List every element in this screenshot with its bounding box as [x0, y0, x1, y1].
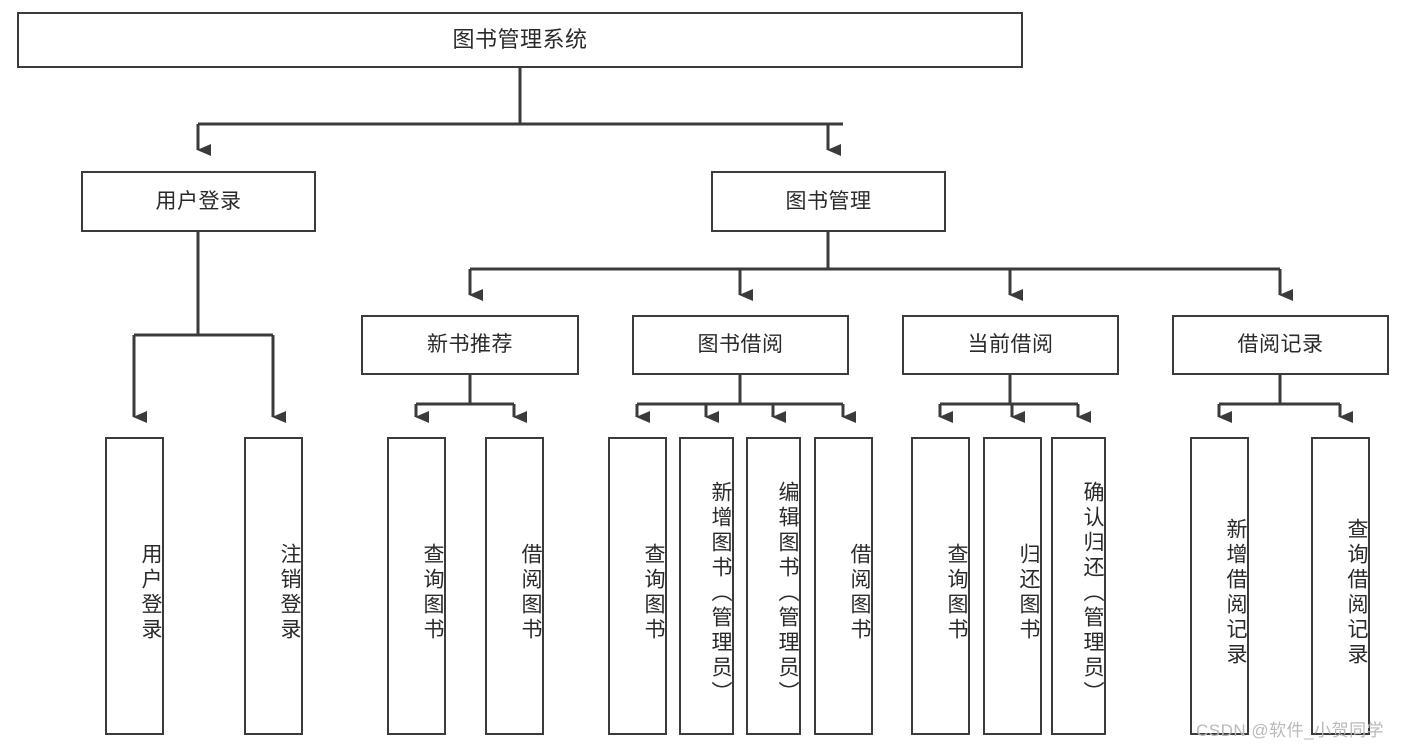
node-user-login[interactable]: 用户登录: [81, 171, 316, 232]
leaf-edit-book-label: 编辑图书（管理员）: [776, 480, 799, 706]
node-new-book-rec-label: 新书推荐: [427, 333, 513, 357]
leaf-return-book-label: 归还图书: [1017, 543, 1040, 643]
leaf-borrow-book-2[interactable]: 借阅图书: [814, 437, 873, 735]
leaf-query-record[interactable]: 查询借阅记录: [1311, 437, 1370, 735]
node-root-system[interactable]: 图书管理系统: [17, 12, 1023, 68]
leaf-logout-label: 注销登录: [278, 543, 301, 643]
leaf-borrow-book-1-label: 借阅图书: [519, 543, 542, 643]
node-book-manage[interactable]: 图书管理: [711, 171, 946, 232]
node-book-borrow-label: 图书借阅: [697, 333, 784, 357]
node-new-book-rec[interactable]: 新书推荐: [361, 315, 579, 375]
leaf-query-book-3[interactable]: 查询图书: [911, 437, 970, 735]
node-book-borrow[interactable]: 图书借阅: [632, 315, 849, 375]
leaf-query-book-2-label: 查询图书: [642, 543, 665, 643]
leaf-return-book[interactable]: 归还图书: [983, 437, 1042, 735]
leaf-query-book-2[interactable]: 查询图书: [608, 437, 667, 735]
node-borrow-record[interactable]: 借阅记录: [1172, 315, 1389, 375]
leaf-user-login-label: 用户登录: [139, 543, 162, 643]
edge-userlogin-to-leaves: [132, 232, 286, 423]
leaf-logout[interactable]: 注销登录: [244, 437, 303, 735]
leaf-borrow-book-1[interactable]: 借阅图书: [485, 437, 544, 735]
node-book-manage-label: 图书管理: [785, 189, 872, 213]
leaf-confirm-return[interactable]: 确认归还（管理员）: [1051, 437, 1106, 735]
leaf-add-record[interactable]: 新增借阅记录: [1190, 437, 1249, 735]
edge-bookborrow-to-leaves: [635, 375, 856, 423]
leaf-edit-book[interactable]: 编辑图书（管理员）: [746, 437, 801, 735]
leaf-add-record-label: 新增借阅记录: [1224, 518, 1247, 668]
leaf-borrow-book-2-label: 借阅图书: [848, 543, 871, 643]
leaf-query-book-1-label: 查询图书: [421, 543, 444, 643]
node-root-label: 图书管理系统: [452, 26, 588, 52]
node-borrow-record-label: 借阅记录: [1237, 333, 1324, 357]
edge-currentborrow-to-leaves: [938, 375, 1091, 423]
leaf-add-book[interactable]: 新增图书（管理员）: [679, 437, 734, 735]
edge-bookmanage-to-level3: [468, 232, 1293, 301]
edge-borrowrecord-to-leaves: [1217, 375, 1353, 423]
node-current-borrow-label: 当前借阅: [967, 333, 1054, 357]
edge-newbookrec-to-leaves: [414, 375, 527, 423]
leaf-query-record-label: 查询借阅记录: [1345, 518, 1368, 668]
csdn-watermark: CSDN @软件_小贺同学: [1196, 721, 1385, 740]
node-current-borrow[interactable]: 当前借阅: [902, 315, 1119, 375]
leaf-user-login[interactable]: 用户登录: [105, 437, 164, 735]
leaf-query-book-1[interactable]: 查询图书: [387, 437, 446, 735]
leaf-add-book-label: 新增图书（管理员）: [709, 480, 732, 706]
leaf-confirm-return-label: 确认归还（管理员）: [1081, 480, 1104, 706]
edge-root-to-level2: [196, 68, 843, 156]
node-user-login-label: 用户登录: [155, 189, 242, 213]
leaf-query-book-3-label: 查询图书: [945, 543, 968, 643]
